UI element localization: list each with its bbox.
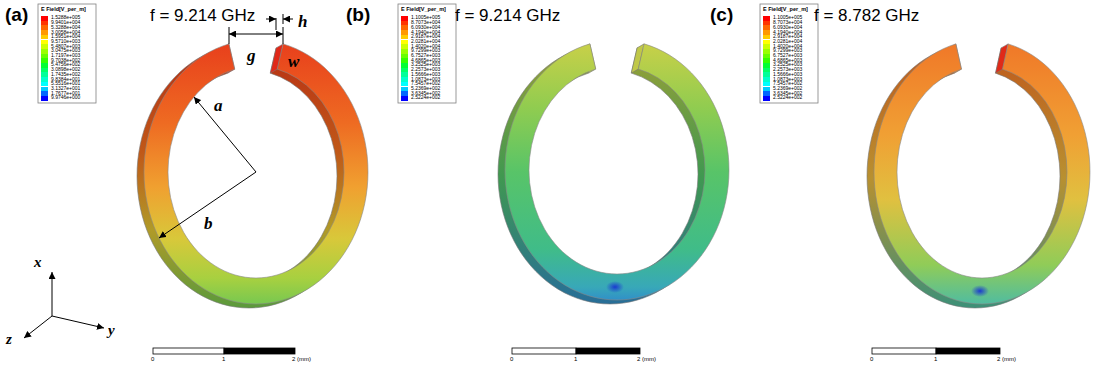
scale-bar-segment (576, 348, 640, 354)
axis-label: y (108, 322, 115, 339)
legend-value: 2.5224e+002 (411, 95, 440, 100)
scale-label: 1 (934, 356, 937, 362)
dimension-label: g (247, 46, 256, 66)
ring-top-face (505, 44, 729, 300)
scale-label: 2 (mm) (292, 356, 311, 362)
thickness-dimension (266, 19, 276, 20)
field-minimum-spot (971, 285, 989, 297)
color-swatch (41, 96, 48, 101)
scale-label: 0 (870, 356, 873, 362)
radius-line (194, 97, 256, 172)
frequency-label: f = 9.214 GHz (150, 6, 255, 26)
scale-label: 2 (mm) (637, 356, 656, 362)
split-ring (137, 44, 368, 308)
scale-bar-segment (153, 348, 224, 354)
dimension-label: b (204, 214, 213, 234)
scale-bar-segment (512, 348, 576, 354)
dimension-label: h (298, 12, 307, 32)
scale-bar-segment (872, 348, 936, 354)
color-swatch (401, 96, 408, 101)
legend-value: 9.9746e+000 (51, 95, 80, 100)
thickness-dimension (283, 19, 293, 20)
split-ring (867, 44, 1090, 308)
scale-label: 2 (mm) (997, 356, 1016, 362)
color-swatch (763, 96, 770, 101)
split-ring (498, 44, 729, 304)
legend-box (38, 4, 96, 103)
gap-dimension (229, 34, 283, 35)
radius-line (159, 172, 256, 238)
dimension-label: a (214, 96, 223, 116)
ring-top-face (144, 44, 368, 304)
scale-bar-segment (936, 348, 1000, 354)
scale-label: 1 (574, 356, 577, 362)
axis-arrow (52, 316, 104, 328)
scale-label: 0 (510, 356, 513, 362)
scale-label: 1 (222, 356, 225, 362)
panel-label: (b) (346, 4, 370, 26)
field-minimum-spot (606, 281, 624, 293)
ring-top-face (874, 44, 1090, 304)
dimension-label: w (288, 52, 299, 72)
extension-line (283, 27, 284, 44)
axis-arrow (52, 272, 53, 316)
axis-label: z (6, 331, 12, 348)
axis-arrow (24, 316, 52, 338)
legend-box (398, 4, 456, 103)
scale-bar-segment (224, 348, 295, 354)
panel-label: (c) (710, 4, 733, 26)
axis-label: x (34, 254, 42, 271)
frequency-label: f = 8.782 GHz (814, 6, 919, 26)
frequency-label: f = 9.214 GHz (455, 6, 560, 26)
extension-line (229, 27, 230, 44)
legend-title: E Field[V_per_m] (401, 6, 446, 12)
extension-line (276, 18, 277, 30)
scale-label: 0 (151, 356, 154, 362)
legend-box (760, 4, 818, 103)
legend-title: E Field[V_per_m] (41, 6, 86, 12)
legend-title: E Field[V_per_m] (763, 6, 808, 12)
panel-label: (a) (5, 4, 28, 26)
legend-value: 2.5224e+002 (773, 95, 802, 100)
